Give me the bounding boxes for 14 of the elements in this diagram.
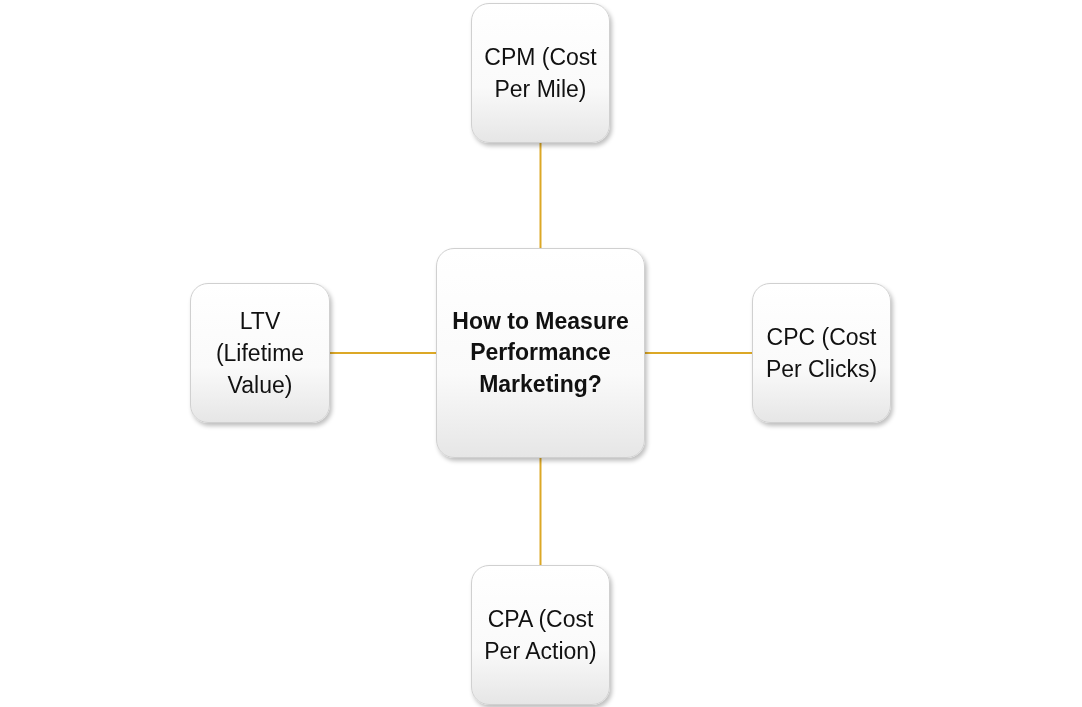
box-text: How to Measure Performance Marketing? [451, 307, 630, 399]
connector-line [539, 142, 542, 249]
box-text: CPM (Cost Per Mile) [483, 42, 598, 104]
metric-box [471, 3, 610, 143]
connector-line [644, 352, 753, 354]
box-text: CPC (Cost Per Clicks) [764, 322, 879, 384]
central-topic-box [436, 248, 645, 458]
metric-box [190, 283, 330, 423]
connector-line [329, 352, 437, 354]
connector-line [539, 457, 542, 566]
metric-box [752, 283, 891, 423]
box-text: LTV (Lifetime Value) [214, 306, 306, 401]
metric-box [471, 565, 610, 705]
box-text: CPA (Cost Per Action) [483, 604, 598, 666]
